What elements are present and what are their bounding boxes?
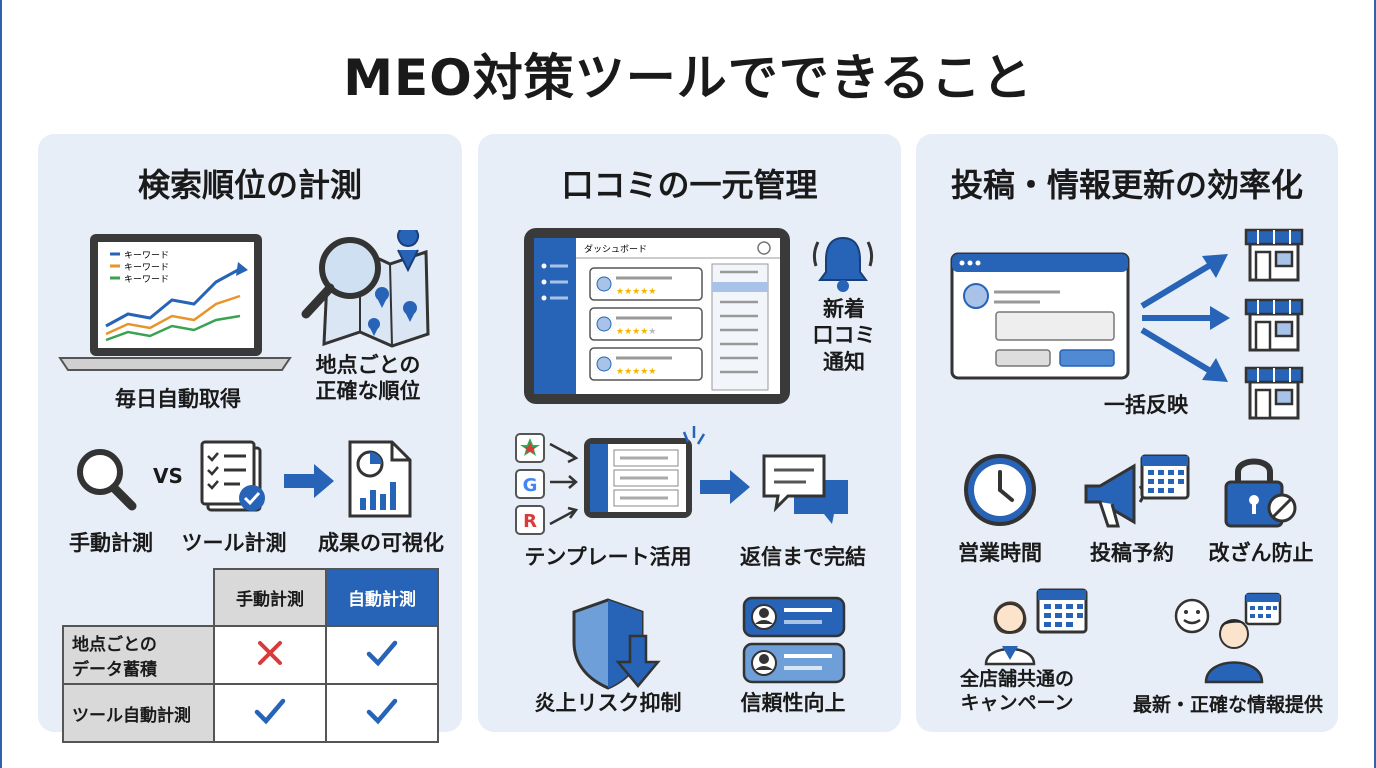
- left-border: [0, 0, 2, 768]
- panel-posting: 投稿・情報更新の効率化 一括反映: [916, 134, 1338, 732]
- manual-measure-label: 手動計測: [69, 531, 153, 555]
- cross-icon: [213, 625, 327, 685]
- svg-text:R: R: [523, 511, 537, 532]
- panel-title: 検索順位の計測: [137, 166, 362, 204]
- staff-calendar-icon: [984, 588, 1088, 666]
- panel-title: 口コミの一元管理: [561, 166, 818, 204]
- review-card: ★★★★★: [589, 347, 703, 381]
- page-title: MEO対策ツールでできること: [343, 49, 1033, 107]
- trust-label: 信頼性向上: [740, 691, 846, 715]
- review-card: ★★★★★: [589, 267, 703, 301]
- panel-reviews: 口コミの一元管理 ダッシュボード ★★★★★ ★★★★★ ★★★★★: [478, 134, 901, 732]
- input-arrows-icon: [549, 442, 579, 526]
- panel-ranking: 検索順位の計測 キーワード キーワード キーワード 毎日自動取得 地点ごとの 正…: [38, 134, 462, 743]
- legend-keyword-1: キーワード: [124, 251, 169, 261]
- clock-icon: [964, 454, 1036, 526]
- tool-measure-label: ツール計測: [181, 531, 287, 555]
- megaphone-calendar-icon: [1084, 454, 1190, 528]
- sparkle-icon: [682, 426, 706, 445]
- legend-keyword-3: キーワード: [124, 275, 169, 285]
- check-icon: [325, 683, 439, 743]
- table-row: ツール自動計測: [62, 683, 439, 743]
- map-magnifier-icon: [301, 230, 430, 348]
- vs-label: VS: [153, 464, 183, 488]
- template-tablet-icon: [584, 438, 692, 518]
- svg-text:★★★★★: ★★★★★: [616, 287, 656, 297]
- svg-text:★★★★★: ★★★★★: [616, 367, 656, 377]
- dashboard-tablet-icon: ダッシュボード ★★★★★ ★★★★★ ★★★★★: [524, 228, 790, 404]
- campaign-label: 全店舗共通の キャンペーン: [942, 668, 1092, 716]
- business-hours-label: 営業時間: [958, 541, 1042, 565]
- arrow-right-icon: [284, 464, 334, 498]
- store-icon: [1244, 298, 1304, 352]
- header-manual: 手動計測: [213, 568, 327, 627]
- browser-window-icon: [950, 252, 1130, 380]
- row-label: 地点ごとの データ蓄積: [62, 625, 215, 685]
- reply-complete-label: 返信まで完結: [740, 545, 866, 569]
- bulk-apply-label: 一括反映: [1104, 393, 1188, 417]
- check-icon: [213, 683, 327, 743]
- dashboard-title: ダッシュボード: [584, 243, 647, 255]
- header-auto: 自動計測: [325, 568, 439, 627]
- right-border: [1374, 0, 1376, 768]
- new-review-notice-label: 新着 口コミ 通知: [804, 296, 884, 375]
- store-icon: [1244, 366, 1304, 420]
- risk-control-label: 炎上リスク抑制: [534, 691, 682, 715]
- star-review-icon: [515, 433, 545, 463]
- review-card: ★★★★★: [589, 307, 703, 341]
- customer-calendar-icon: [1174, 592, 1282, 684]
- visualize-label: 成果の可視化: [318, 531, 444, 555]
- lock-icon: [1224, 458, 1297, 528]
- distribute-arrows-icon: [1140, 254, 1230, 382]
- check-icon: [325, 625, 439, 685]
- table-row: 地点ごとの データ蓄積: [62, 625, 439, 685]
- search-icon: [77, 449, 137, 511]
- panel-title: 投稿・情報更新の効率化: [950, 166, 1303, 204]
- profile-cards-icon: [742, 596, 846, 684]
- arrow-right-icon: [700, 470, 750, 504]
- laptop-chart-icon: キーワード キーワード キーワード: [58, 234, 292, 371]
- daily-auto-label: 毎日自動取得: [115, 387, 241, 411]
- svg-text:G: G: [523, 475, 538, 496]
- store-icon: [1244, 228, 1304, 282]
- checklist-icon: [200, 440, 265, 512]
- tamper-prevent-label: 改ざん防止: [1208, 541, 1314, 565]
- location-rank-label: 地点ごとの 正確な順位: [300, 352, 436, 405]
- latest-info-label: 最新・正確な情報提供: [1132, 694, 1323, 716]
- shield-down-icon: [572, 598, 661, 690]
- retty-icon: R: [515, 505, 545, 535]
- campaign-text: 全店舗共通の キャンペーン: [959, 668, 1074, 714]
- legend-keyword-2: キーワード: [124, 263, 169, 273]
- notice-text: 新着 口コミ 通知: [812, 297, 876, 374]
- comparison-table: 手動計測 自動計測 地点ごとの データ蓄積 ツール自動計測: [62, 568, 439, 743]
- post-schedule-label: 投稿予約: [1090, 541, 1174, 565]
- location-rank-text: 地点ごとの 正確な順位: [315, 353, 421, 404]
- report-chart-icon: [348, 440, 412, 518]
- svg-text:★★★★★: ★★★★★: [616, 327, 656, 337]
- google-icon: G: [515, 469, 545, 499]
- bell-icon: [812, 236, 874, 292]
- chat-bubbles-icon: [762, 454, 848, 524]
- row-label: ツール自動計測: [62, 683, 215, 743]
- template-use-label: テンプレート活用: [524, 545, 692, 569]
